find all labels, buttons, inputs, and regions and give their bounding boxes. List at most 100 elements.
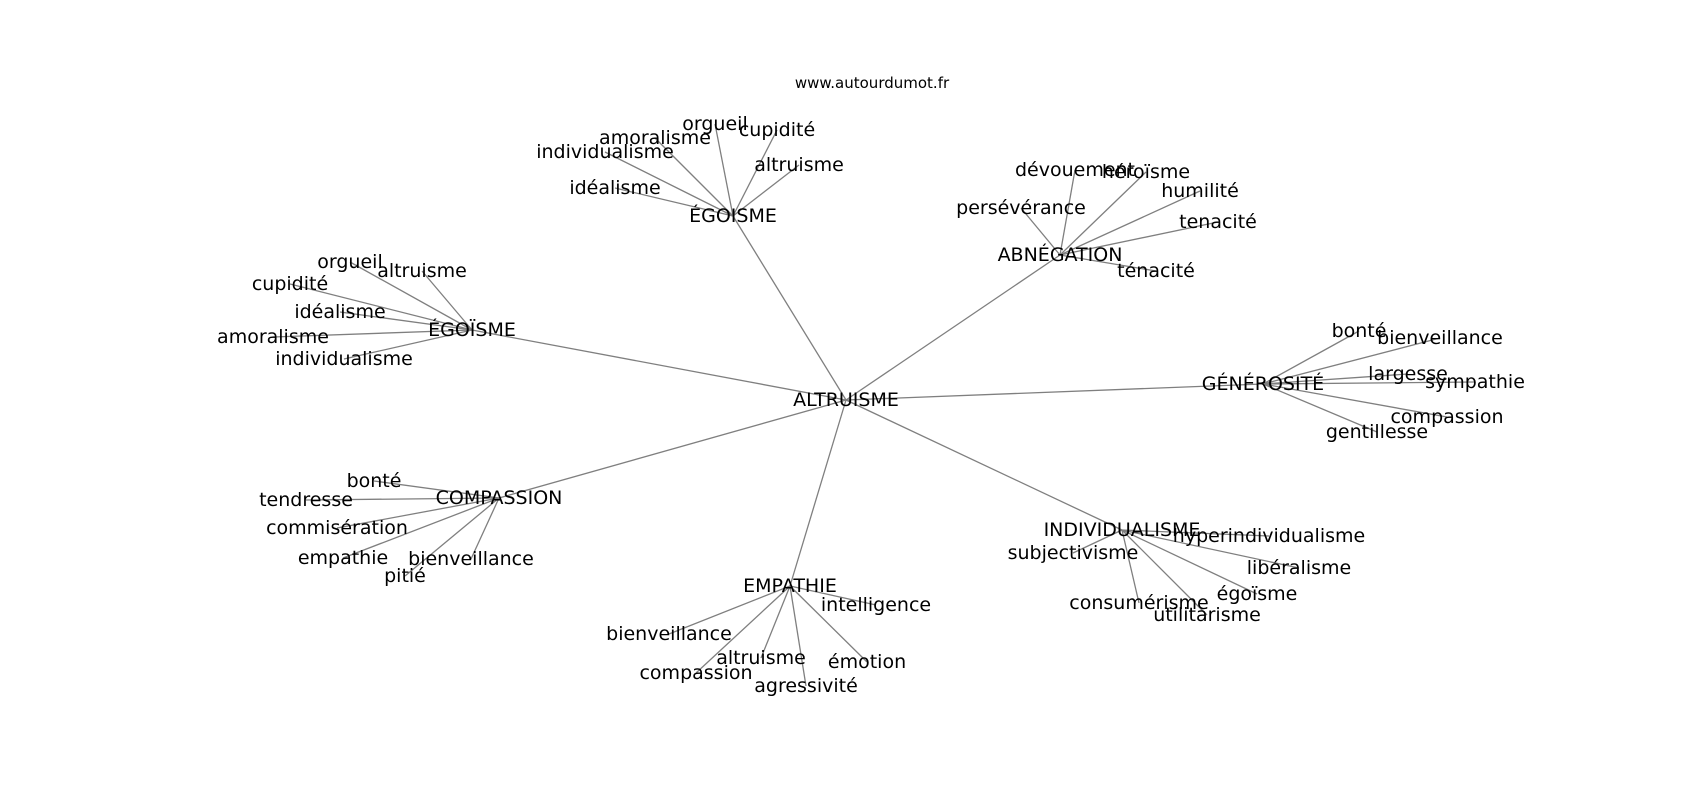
edge-empathie-leaf — [668, 585, 791, 635]
leaf-word: persévérance — [956, 197, 1086, 219]
graph-edges — [272, 123, 1476, 687]
edge-egoisme_left-leaf — [289, 283, 473, 331]
edge-generosite-leaf — [1262, 373, 1409, 385]
edge-egoisme_left-leaf — [343, 329, 473, 360]
leaf-word: bienveillance — [408, 548, 534, 570]
leaf-word: bienveillance — [606, 623, 732, 645]
leaf-word: individualisme — [275, 348, 413, 370]
edge-egoisme_left-leaf — [349, 261, 473, 331]
edge-egoisme_left-leaf — [339, 311, 473, 331]
site-watermark: www.autourdumot.fr — [795, 74, 950, 92]
leaf-word: altruisme — [716, 647, 806, 669]
leaf-word: cupidité — [739, 119, 815, 141]
leaf-word: cupidité — [252, 273, 328, 295]
leaf-word: dévouement — [1015, 159, 1135, 181]
edge-root-egoisme_left — [471, 329, 847, 401]
leaf-word: empathie — [298, 547, 388, 569]
edge-individualisme-leaf — [1121, 529, 1300, 569]
edge-abnegation-leaf — [1059, 221, 1219, 256]
leaf-word: compassion — [639, 662, 752, 684]
edge-individualisme-leaf — [1121, 529, 1208, 616]
edge-egoisme_top-leaf — [732, 129, 778, 217]
leaf-word: libéralisme — [1247, 557, 1351, 579]
edge-generosite-leaf — [1262, 337, 1441, 385]
leaf-word: sympathie — [1425, 371, 1525, 393]
hub-word-egoisme_left: ÉGOÏSME — [428, 318, 516, 341]
leaf-word: individualisme — [536, 141, 674, 163]
edge-egoisme_left-leaf — [421, 270, 473, 331]
leaf-word: agressivité — [754, 675, 858, 697]
edge-compassion-leaf — [342, 497, 500, 559]
leaf-word: bonté — [347, 470, 402, 492]
edge-egoisme_top-leaf — [614, 187, 734, 217]
graph-labels: orgueilcupiditéamoralismeindividualismea… — [217, 113, 1525, 697]
edge-abnegation-leaf — [1059, 254, 1157, 272]
leaf-word: consumérisme — [1069, 592, 1208, 614]
edge-empathie-leaf — [695, 585, 791, 674]
edge-individualisme-leaf — [1121, 529, 1140, 604]
root-word: ALTRUISME — [793, 389, 899, 411]
leaf-word: hyperindividualisme — [1173, 525, 1365, 547]
leaf-word: tendresse — [259, 489, 353, 511]
leaf-word: pitié — [384, 565, 426, 587]
leaf-word: subjectivisme — [1008, 542, 1139, 564]
edge-individualisme-leaf — [1121, 529, 1270, 537]
edge-compassion-leaf — [404, 497, 500, 577]
leaf-word: altruisme — [754, 154, 844, 176]
edge-individualisme-leaf — [1072, 529, 1123, 554]
hub-word-empathie: EMPATHIE — [743, 575, 837, 597]
leaf-word: émotion — [828, 651, 906, 673]
edge-generosite-leaf — [1262, 383, 1448, 418]
leaf-word: altruisme — [377, 260, 467, 282]
edge-root-generosite — [845, 383, 1264, 401]
edge-empathie-leaf — [760, 585, 791, 659]
leaf-word: humilité — [1161, 180, 1239, 202]
edge-generosite-leaf — [1262, 330, 1360, 385]
hub-word-compassion: COMPASSION — [436, 487, 563, 509]
edge-abnegation-leaf — [1059, 190, 1201, 256]
edge-individualisme-leaf — [1121, 529, 1258, 595]
leaf-word: utilitarisme — [1153, 604, 1261, 626]
leaf-word: intelligence — [821, 594, 931, 616]
edge-compassion-leaf — [470, 497, 500, 560]
edge-root-empathie — [789, 399, 847, 587]
leaf-word: largesse — [1368, 363, 1448, 385]
edge-abnegation-leaf — [1020, 207, 1061, 256]
edge-root-compassion — [498, 399, 847, 499]
leaf-word: amoralisme — [599, 127, 711, 149]
leaf-word: égoïsme — [1217, 583, 1298, 605]
leaf-word: compassion — [1390, 406, 1503, 428]
edge-abnegation-leaf — [1059, 169, 1076, 256]
edge-egoisme_top-leaf — [604, 151, 734, 217]
hub-word-individualisme: INDIVIDUALISME — [1044, 519, 1201, 541]
leaf-word: ténacité — [1117, 260, 1195, 282]
edge-egoisme_top-leaf — [732, 164, 800, 217]
leaf-word: bonté — [1332, 320, 1387, 342]
edge-egoisme_top-leaf — [714, 123, 734, 217]
leaf-word: bienveillance — [1377, 327, 1503, 349]
leaf-word: commisération — [266, 517, 408, 539]
edge-generosite-leaf — [1262, 381, 1476, 385]
hub-word-generosite: GÉNÉROSITÉ — [1202, 372, 1324, 395]
leaf-word: idéalisme — [569, 177, 660, 199]
leaf-word: gentillesse — [1326, 421, 1428, 443]
edge-egoisme_top-leaf — [654, 137, 734, 217]
edge-empathie-leaf — [789, 585, 868, 663]
leaf-word: héroïsme — [1102, 161, 1190, 183]
edge-root-abnegation — [845, 254, 1061, 401]
hub-word-egoisme_top: ÉGOISME — [689, 204, 777, 227]
edge-generosite-leaf — [1262, 383, 1378, 433]
hub-word-abnegation: ABNÉGATION — [998, 243, 1123, 266]
edge-compassion-leaf — [336, 497, 500, 529]
edge-empathie-leaf — [789, 585, 807, 687]
edge-empathie-leaf — [789, 585, 877, 606]
edge-compassion-leaf — [305, 497, 500, 501]
leaf-word: orgueil — [682, 113, 747, 135]
edge-root-egoisme_top — [732, 215, 847, 401]
leaf-word: amoralisme — [217, 326, 329, 348]
leaf-word: orgueil — [317, 251, 382, 273]
edge-root-individualisme — [845, 399, 1123, 531]
edge-egoisme_left-leaf — [272, 329, 473, 338]
leaf-word: idéalisme — [294, 301, 385, 323]
